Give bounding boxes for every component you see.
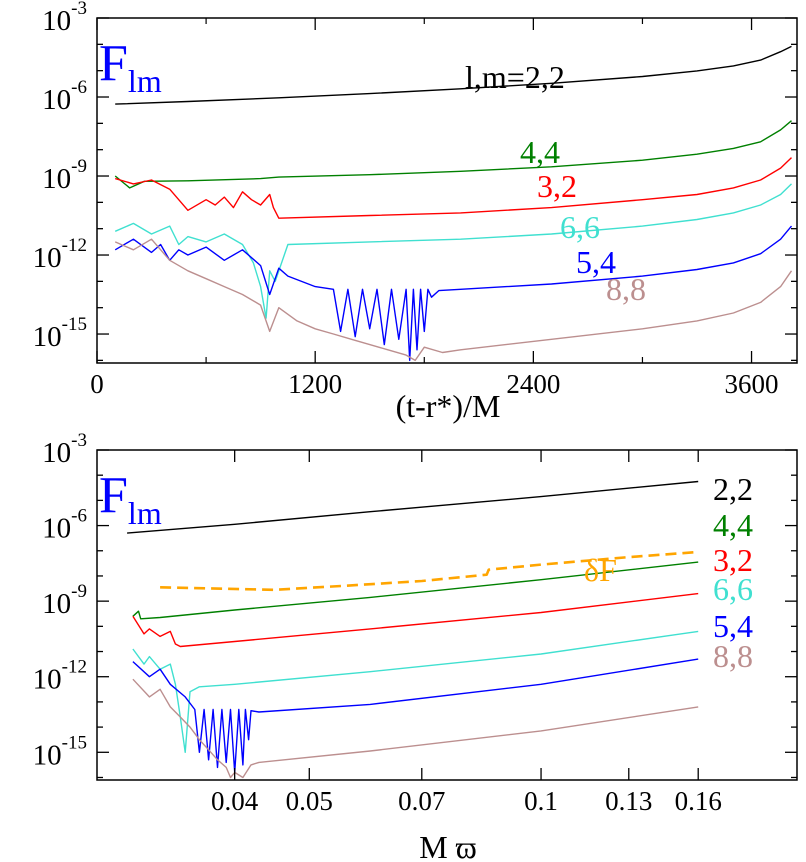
series-label: l,m=2,2 <box>465 59 565 95</box>
series-label: 6,6 <box>560 209 600 245</box>
panel-label: Flm <box>99 467 162 531</box>
y-tick-label: 10-3 <box>42 430 87 469</box>
series-line-2-2 <box>127 480 699 534</box>
chart-panel-1: 10-3 10-6 10-9 10-12 10-150 1200 2400 3600 (t-r*… <box>33 0 798 424</box>
series-label: 5,4 <box>576 244 616 280</box>
x-tick-label: 1200 <box>288 369 342 399</box>
y-tick-label: 10-6 <box>42 506 87 545</box>
series-line-3-2 <box>132 592 699 648</box>
x-tick-label: 3600 <box>725 369 779 399</box>
series-label: 6,6 <box>713 571 753 607</box>
plot-frame <box>96 17 798 364</box>
series-line--F <box>160 550 699 592</box>
series-label: 2,2 <box>713 471 753 507</box>
series-label: 8,8 <box>606 271 646 307</box>
series-label: 4,4 <box>520 134 560 170</box>
y-tick-label: 10-9 <box>42 581 87 620</box>
chart-panel-2: 10-3 10-6 10-9 10-12 10-15 0.04 0.05 0.07 0.1 0.1… <box>33 430 798 862</box>
y-tick-label: 10-3 <box>42 0 87 37</box>
plot-frame <box>96 449 798 781</box>
x-tick-label: 0.13 <box>605 786 652 816</box>
series-line-8-8 <box>132 678 699 779</box>
x-tick-label: 0.1 <box>524 786 558 816</box>
series-line-6-6 <box>114 183 792 319</box>
series-line-5-4 <box>132 658 699 774</box>
y-tick-label: 10-6 <box>42 77 87 116</box>
y-tick-label: 10-12 <box>33 657 87 696</box>
series-label: δF <box>584 552 617 588</box>
series-label: 8,8 <box>713 638 753 674</box>
panel-label: Flm <box>99 35 162 99</box>
x-tick-label: 0.04 <box>211 786 259 816</box>
y-tick-label: 10-15 <box>33 732 87 771</box>
y-tick-label: 10-12 <box>33 235 87 274</box>
x-tick-label: 2400 <box>506 369 560 399</box>
y-tick-label: 10-9 <box>42 156 87 195</box>
series-line-4-4 <box>132 561 699 620</box>
x-axis-label: M ϖ <box>419 829 477 862</box>
series-line-8-8 <box>114 238 793 362</box>
x-tick-label: 0.16 <box>675 786 722 816</box>
series-label: 4,4 <box>713 507 753 543</box>
x-axis-label: (t-r*)/M <box>396 388 501 424</box>
series-label: 3,2 <box>537 168 577 204</box>
series-line-l-m-2-2 <box>115 45 792 105</box>
y-tick-label: 10-15 <box>33 314 87 353</box>
x-tick-label: 0 <box>90 369 104 399</box>
series-line-3-2 <box>115 157 792 219</box>
series-line-5-4 <box>114 225 793 362</box>
x-tick-label: 0.05 <box>286 786 333 816</box>
series-line-4-4 <box>114 120 792 189</box>
x-tick-label: 0.07 <box>398 786 445 816</box>
series-label: 5,4 <box>713 608 753 644</box>
series-label: 3,2 <box>713 542 753 578</box>
series-line-6-6 <box>132 630 699 753</box>
